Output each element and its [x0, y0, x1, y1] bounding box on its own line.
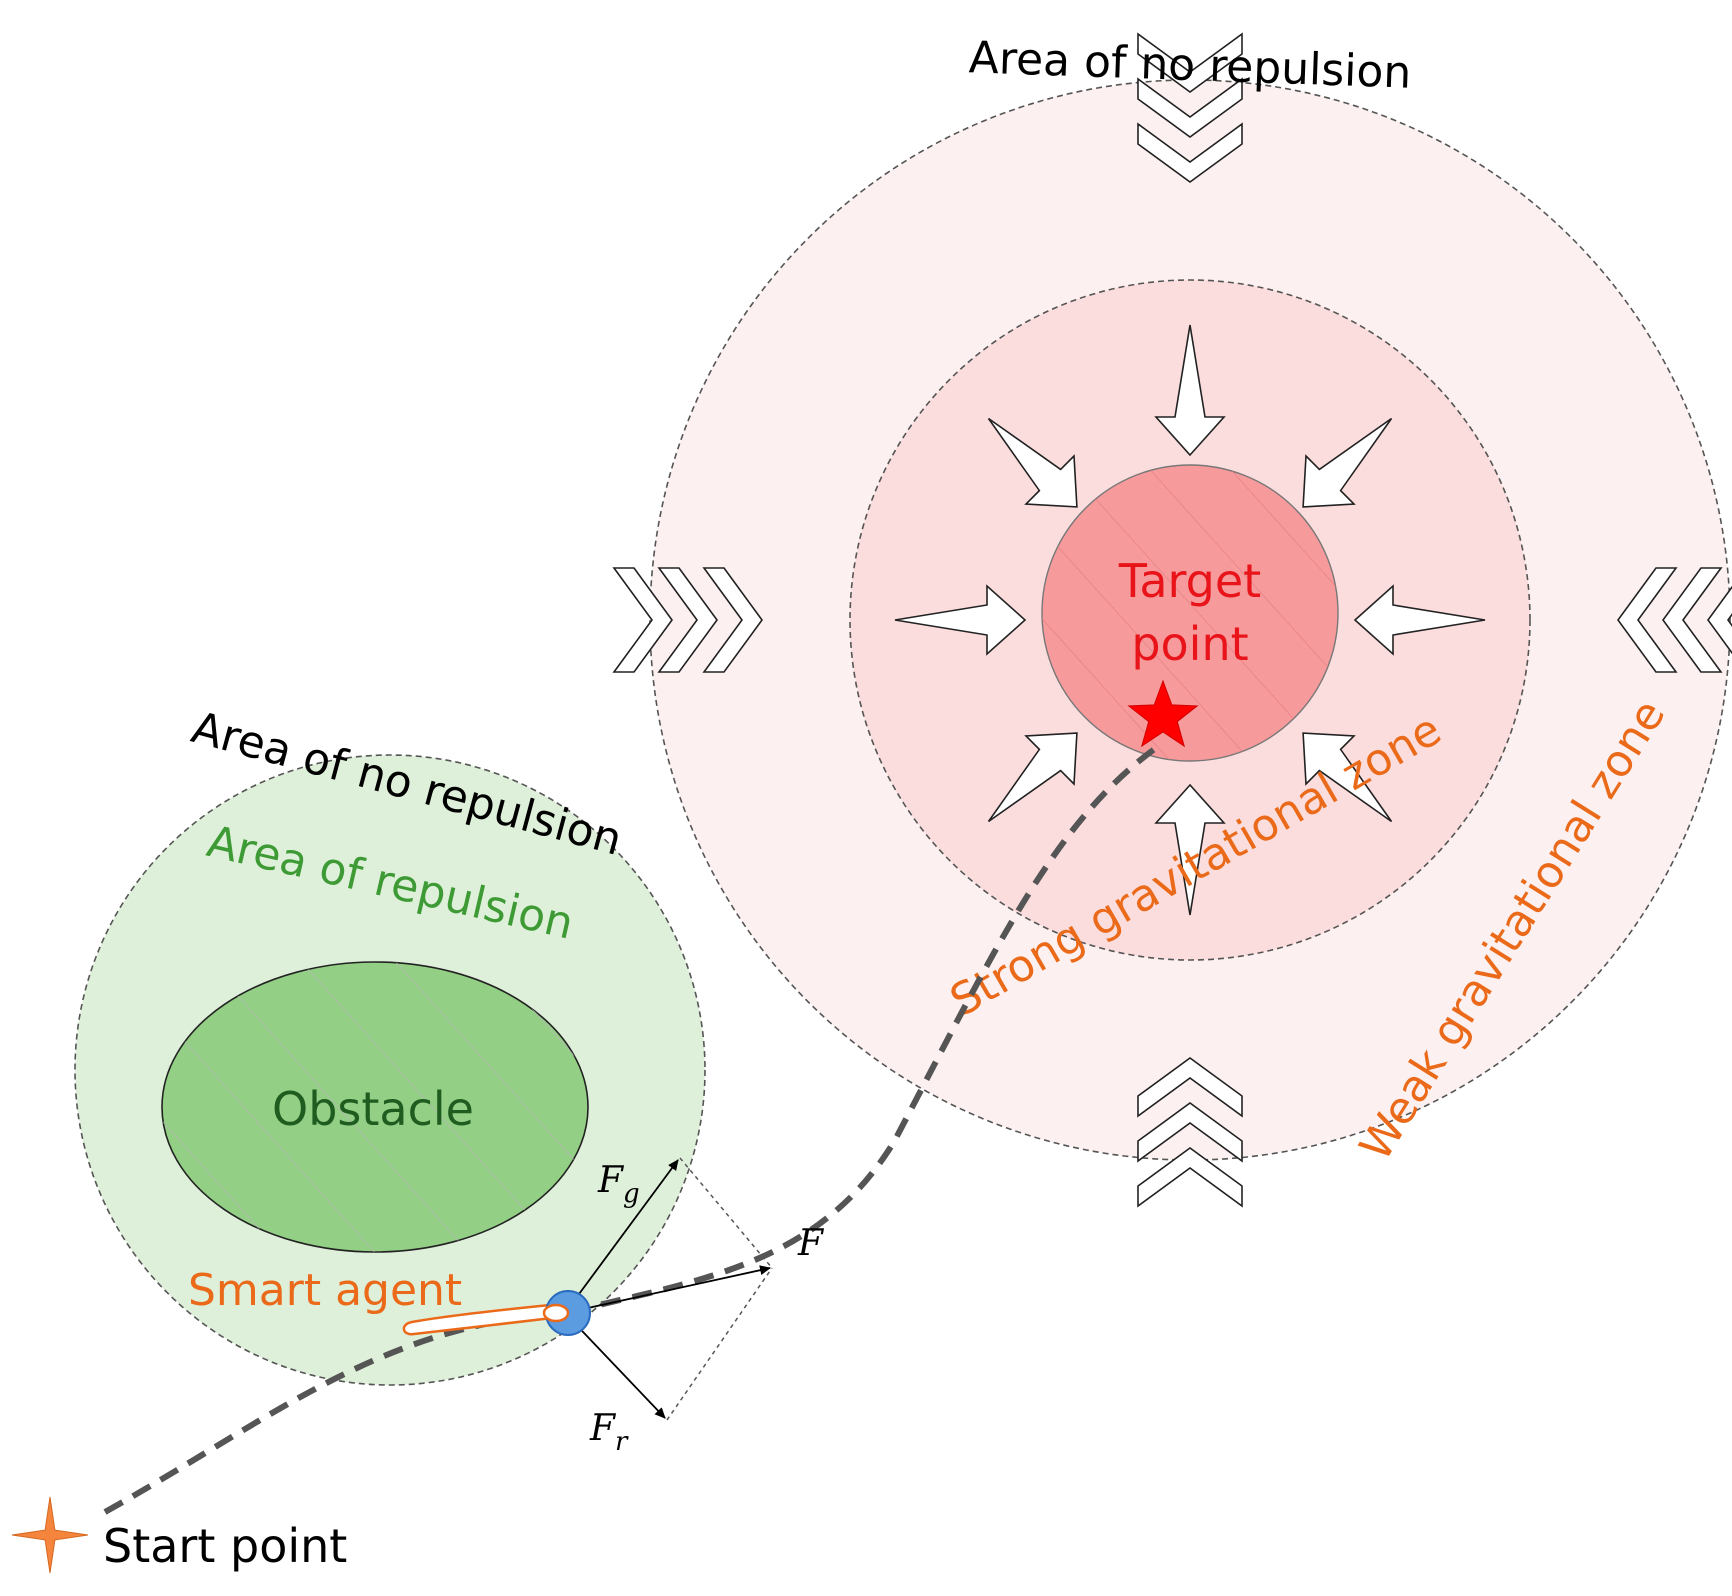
four-point-star-icon: [11, 1496, 89, 1574]
chevron-0-2: [1137, 1147, 1243, 1208]
parallelogram-top: [679, 1157, 773, 1269]
attraction-arrow-7: [1302, 417, 1393, 508]
repulsive-force-label: Fr: [589, 1408, 629, 1457]
chevron-1-2: [1137, 32, 1243, 93]
target-system: Target point Area of no repulsion Strong…: [612, 32, 1732, 1208]
obstacle-system: Obstacle Area of no repulsion Area of re…: [74, 702, 706, 1386]
attraction-arrow-4: [894, 584, 1027, 656]
target-area-hatch: [1042, 465, 1338, 761]
obstacle-label: Obstacle: [272, 1082, 474, 1136]
chevron-1-1: [1137, 77, 1243, 138]
chevron-0-0: [1137, 1057, 1243, 1118]
chevron-2-2: [1707, 585, 1732, 655]
target-point-label-line2: point: [1131, 617, 1248, 671]
star-icon: [1127, 679, 1199, 748]
smart-agent: [402, 1290, 591, 1336]
attraction-arrow-0: [1353, 584, 1486, 656]
attraction-arrow-6: [1154, 324, 1226, 457]
agent-highlight: [542, 1303, 570, 1323]
obstacle-hatch: [162, 962, 588, 1252]
chevron-3-1: [657, 567, 718, 673]
agent-callout-pointer: [402, 1303, 553, 1336]
chevron-3-2: [612, 567, 673, 673]
chevron-1-0: [1137, 122, 1243, 183]
resultant-force-arrow: [564, 1265, 771, 1314]
chevron-2-0: [1617, 567, 1678, 673]
inner-attraction-arrows: [894, 324, 1486, 916]
chevron-0-1: [1137, 1102, 1243, 1163]
outer-attraction-chevrons: [612, 32, 1732, 1208]
attraction-arrow-1: [1302, 732, 1393, 823]
chevron-3-0: [702, 567, 763, 673]
smart-agent-label: Smart agent: [188, 1265, 462, 1316]
force-vectors: Fg Fr F: [564, 1157, 825, 1457]
target-point-label-line1: Target: [1118, 554, 1261, 608]
attraction-arrow-2: [1154, 783, 1226, 916]
chevron-2-1: [1662, 567, 1723, 673]
resultant-force-label: F: [797, 1223, 825, 1264]
parallelogram-bottom: [666, 1267, 773, 1421]
top-area-of-no-repulsion-label: Area of no repulsion: [968, 32, 1412, 98]
attraction-arrow-3: [987, 732, 1078, 823]
attraction-arrow-5: [987, 417, 1078, 508]
gravitational-force-arrow: [564, 1159, 679, 1314]
start-point: Start point: [11, 1496, 347, 1574]
gravitational-force-label: Fg: [597, 1160, 640, 1209]
start-point-label: Start point: [103, 1519, 347, 1573]
